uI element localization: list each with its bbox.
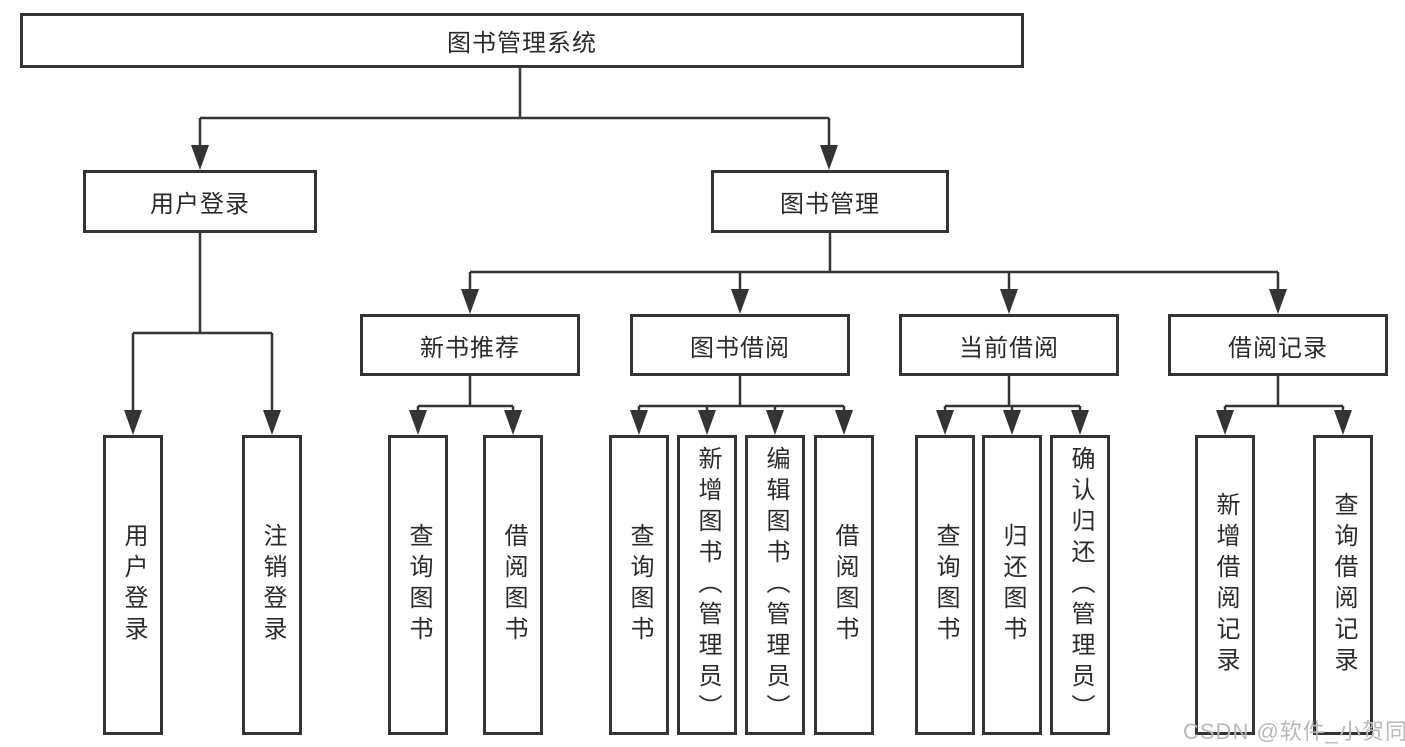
leaf-borrow-books-borrow: 借阅图书: [814, 435, 874, 735]
arrowhead: [1216, 410, 1234, 435]
arrowhead: [835, 410, 853, 435]
node-book-borrow: 图书借阅: [630, 314, 850, 376]
arrowhead: [1003, 410, 1021, 435]
leaf-add-borrow-record: 新增借阅记录: [1195, 435, 1255, 735]
csdn-watermark: CSDN @软件_小贺同学: [1183, 719, 1405, 744]
arrowhead: [630, 410, 648, 435]
arrowhead: [504, 410, 522, 435]
arrowhead: [1000, 289, 1018, 314]
node-user-login: 用户登录: [83, 170, 317, 233]
leaf-add-books-admin: 新增图书（管理员）: [677, 435, 737, 735]
node-current-borrow: 当前借阅: [899, 314, 1119, 376]
arrowhead: [461, 289, 479, 314]
arrowhead: [1269, 289, 1287, 314]
arrowhead: [191, 145, 209, 170]
node-library-management-system: 图书管理系统: [20, 13, 1024, 68]
leaf-query-books-borrow: 查询图书: [609, 435, 669, 735]
arrowhead: [698, 410, 716, 435]
leaf-confirm-return-admin: 确认归还（管理员）: [1050, 435, 1110, 735]
node-new-book-recommend: 新书推荐: [360, 314, 580, 376]
leaf-user-login: 用户登录: [103, 435, 163, 735]
arrowhead: [124, 410, 142, 435]
arrowhead: [820, 145, 838, 170]
leaf-query-books-recommend: 查询图书: [388, 435, 448, 735]
leaf-borrow-books-recommend: 借阅图书: [483, 435, 543, 735]
arrowhead: [731, 289, 749, 314]
leaf-logout: 注销登录: [242, 435, 302, 735]
arrowhead: [1071, 410, 1089, 435]
arrowhead: [409, 410, 427, 435]
node-book-management: 图书管理: [711, 170, 949, 233]
arrowhead: [766, 410, 784, 435]
leaf-query-borrow-record: 查询借阅记录: [1313, 435, 1373, 735]
arrowhead: [263, 410, 281, 435]
leaf-query-books-current: 查询图书: [915, 435, 975, 735]
node-borrow-records: 借阅记录: [1168, 314, 1388, 376]
leaf-edit-books-admin: 编辑图书（管理员）: [745, 435, 805, 735]
arrowhead: [1334, 410, 1352, 435]
leaf-return-books: 归还图书: [982, 435, 1042, 735]
arrowhead: [936, 410, 954, 435]
